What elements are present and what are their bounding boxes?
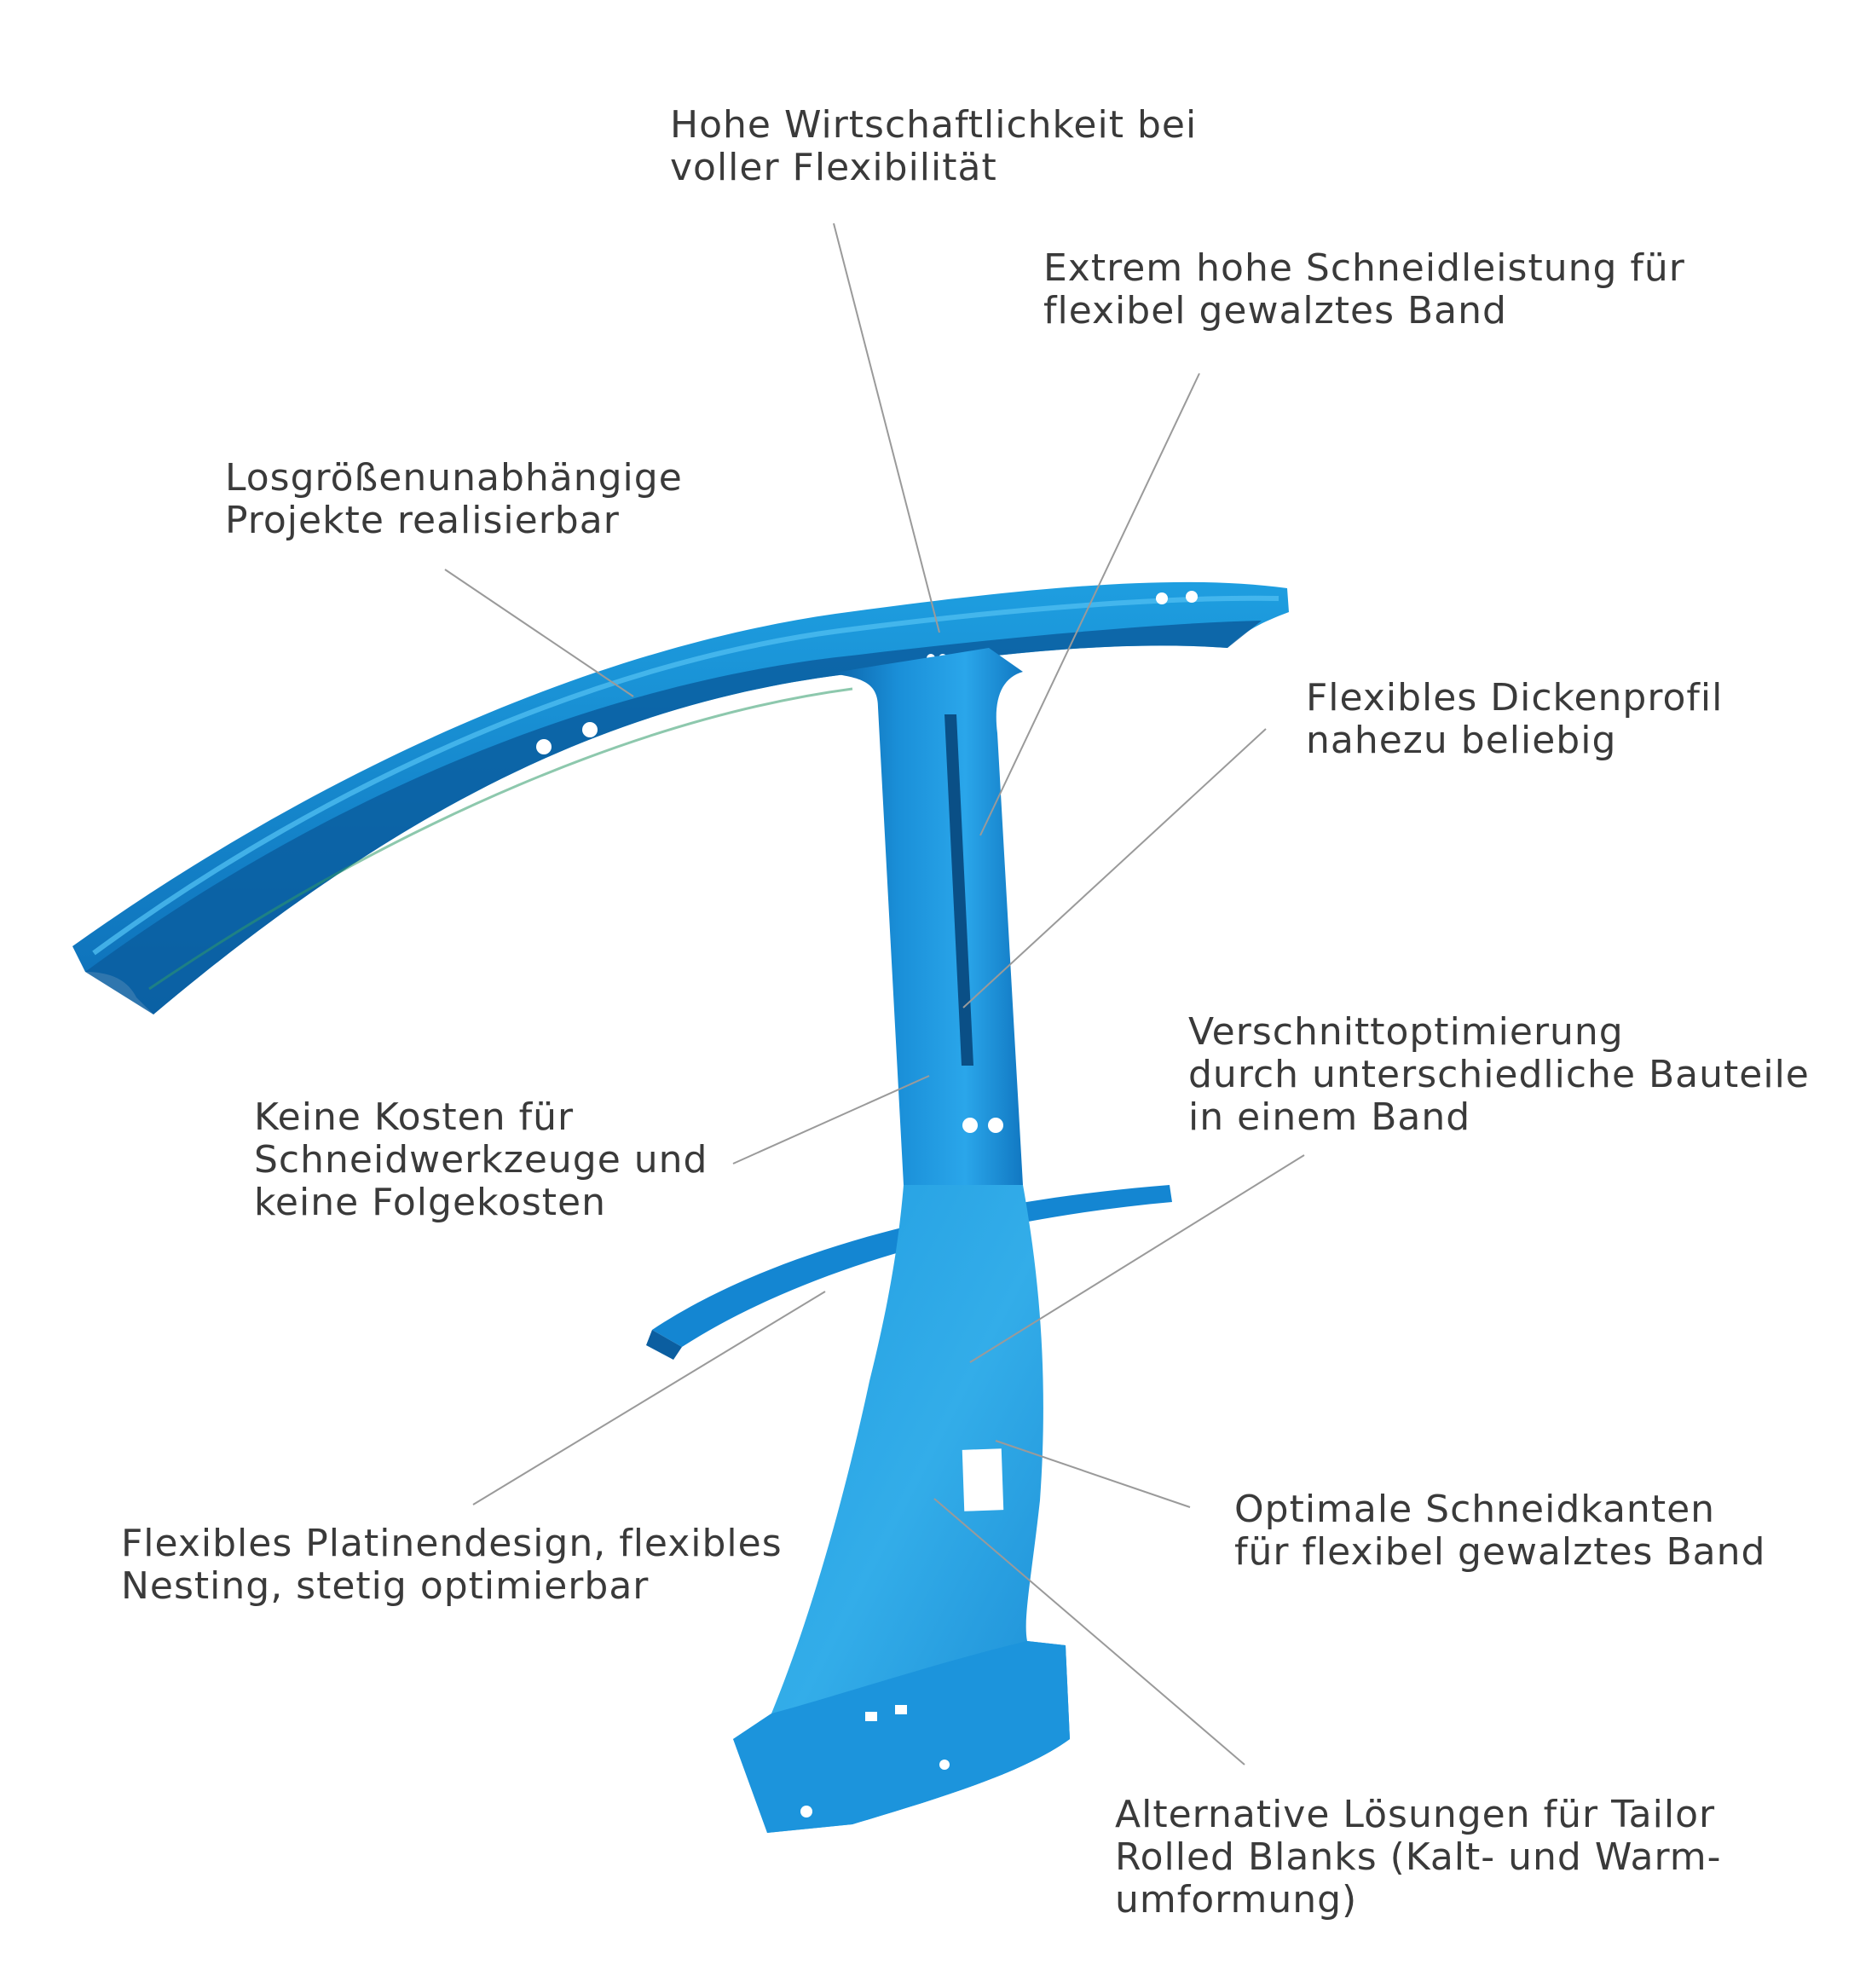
callout-losgroesse: Losgrößenunabhängige Projekte realisierb… (225, 457, 683, 542)
b-pillar-upper-body (831, 648, 1023, 1185)
roof-rail (72, 581, 1289, 1014)
callout-kosten: Keine Kosten für Schneidwerkzeuge und ke… (254, 1096, 708, 1224)
b-pillar-base-hole (895, 1705, 907, 1714)
callout-schneidleistung: Extrem hohe Schneidleistung für flexibel… (1043, 247, 1685, 332)
cross-member-body (652, 1185, 1172, 1347)
leader-wirtschaftlichkeit (833, 222, 940, 633)
callout-verschnitt: Verschnittoptimierung durch unterschiedl… (1188, 1011, 1810, 1139)
callout-line: Flexibles Platinendesign, flexibles (121, 1522, 783, 1565)
roof-rail-hole (582, 722, 598, 737)
b-pillar-window-cutout (962, 1448, 1004, 1511)
callout-line: Projekte realisierbar (225, 499, 620, 542)
callout-dickenprofil: Flexibles Dickenprofil nahezu beliebig (1306, 677, 1723, 762)
callout-line: in einem Band (1188, 1095, 1471, 1139)
callout-wirtschaftlichkeit: Hohe Wirtschaftlichkeit bei voller Flexi… (670, 104, 1197, 189)
callout-line: Hohe Wirtschaftlichkeit bei (670, 103, 1198, 147)
leader-platinendesign (472, 1291, 826, 1505)
b-pillar-base-hole (800, 1806, 812, 1818)
callout-line: Verschnittoptimierung (1188, 1010, 1624, 1054)
leader-losgroesse (444, 569, 634, 697)
callout-line: nahezu beliebig (1306, 719, 1617, 762)
callout-line: Rolled Blanks (Kalt- und Warm- (1115, 1835, 1722, 1879)
callout-line: Optimale Schneidkanten (1234, 1488, 1716, 1531)
cross-member-edge (646, 1330, 682, 1360)
callout-line: Flexibles Dickenprofil (1306, 676, 1724, 719)
callout-line: Nesting, stetig optimierbar (121, 1564, 650, 1608)
roof-rail-flange-dark (85, 621, 1262, 1014)
callout-line: für flexibel gewalztes Band (1234, 1530, 1766, 1574)
leader-alternative (933, 1498, 1245, 1766)
b-pillar-upper (831, 648, 1023, 1185)
callout-line: umformung) (1115, 1878, 1358, 1922)
callout-line: durch unterschiedliche Bauteile (1188, 1053, 1810, 1096)
b-pillar-base-hole (865, 1712, 877, 1721)
callout-line: keine Folgekosten (254, 1181, 606, 1224)
leader-verschnitt (969, 1154, 1305, 1363)
b-pillar-lower (733, 1185, 1070, 1833)
b-pillar-base-flange (733, 1641, 1070, 1833)
roof-rail-body (72, 581, 1289, 1014)
callout-line: Keine Kosten für (254, 1095, 575, 1139)
callout-line: voller Flexibilität (670, 146, 997, 189)
roof-rail-highlight (92, 595, 1279, 956)
b-pillar-slot (944, 714, 973, 1066)
callout-line: Extrem hohe Schneidleistung für (1043, 246, 1685, 290)
callout-platinendesign: Flexibles Platinendesign, flexibles Nest… (121, 1523, 783, 1608)
leader-schneidkanten (995, 1440, 1191, 1508)
b-pillar-hole (962, 1118, 978, 1133)
leader-schneidleistung (979, 373, 1200, 836)
b-pillar-base-hole (939, 1760, 950, 1770)
callout-line: Losgrößenunabhängige (225, 456, 683, 500)
callout-line: Schneidwerkzeuge und (254, 1138, 708, 1182)
leader-lines (444, 222, 1305, 1766)
leader-dickenprofil (962, 728, 1267, 1008)
roof-rail-hole (536, 739, 552, 754)
roof-rail-seam (148, 687, 853, 991)
cross-member-strip (646, 1185, 1172, 1360)
roof-rail-hole (1186, 591, 1198, 603)
callout-schneidkanten: Optimale Schneidkanten für flexibel gewa… (1234, 1488, 1765, 1574)
roof-rail-hole (1156, 592, 1168, 604)
callout-alternative: Alternative Lösungen für Tailor Rolled B… (1115, 1794, 1722, 1922)
b-pillar-hole (988, 1118, 1003, 1133)
callout-line: Alternative Lösungen für Tailor (1115, 1793, 1716, 1836)
leader-kosten (732, 1075, 930, 1164)
callout-line: flexibel gewalztes Band (1043, 289, 1507, 332)
